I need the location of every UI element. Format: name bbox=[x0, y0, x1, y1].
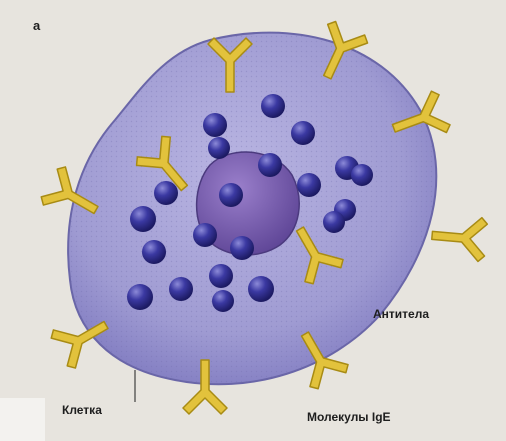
granule bbox=[261, 94, 285, 118]
granule bbox=[154, 181, 178, 205]
granule bbox=[230, 236, 254, 260]
granule bbox=[130, 206, 156, 232]
granule bbox=[193, 223, 217, 247]
granule bbox=[351, 164, 373, 186]
granule bbox=[323, 211, 345, 233]
granule bbox=[127, 284, 153, 310]
label-antibodies: Антитела bbox=[373, 307, 429, 321]
granule bbox=[219, 183, 243, 207]
granule bbox=[208, 137, 230, 159]
granule bbox=[142, 240, 166, 264]
granule bbox=[169, 277, 193, 301]
granule bbox=[291, 121, 315, 145]
granule bbox=[212, 290, 234, 312]
label-cell: Клетка bbox=[62, 403, 102, 417]
label-ige-molecules: Молекулы IgE bbox=[307, 410, 391, 424]
granule bbox=[297, 173, 321, 197]
granule bbox=[209, 264, 233, 288]
granule bbox=[203, 113, 227, 137]
granule bbox=[258, 153, 282, 177]
granule bbox=[248, 276, 274, 302]
panel-letter: а bbox=[33, 18, 40, 33]
